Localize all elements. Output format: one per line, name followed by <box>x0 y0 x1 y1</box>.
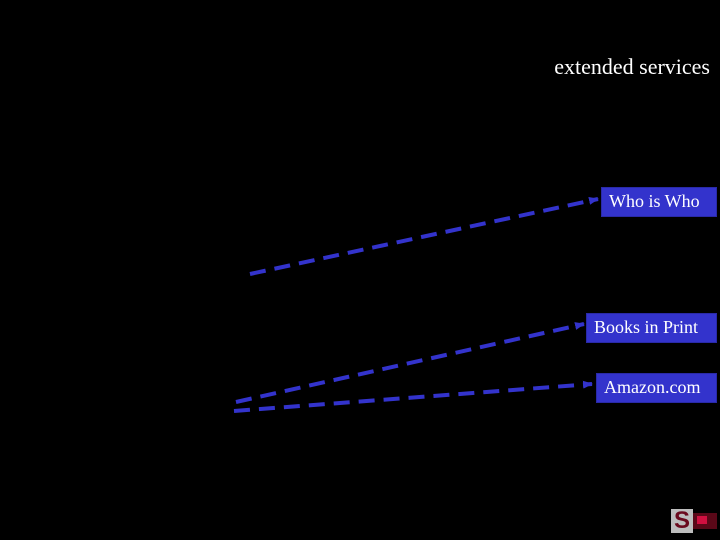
arrow-to-who-is-who <box>249 196 599 276</box>
arrow-to-books-in-print <box>235 322 585 404</box>
amazon-link[interactable]: Amazon.com <box>596 373 717 403</box>
books-in-print-link[interactable]: Books in Print <box>586 313 717 343</box>
arrow-to-amazon <box>233 380 593 413</box>
logo-tail <box>693 513 717 529</box>
slide-title: extended services <box>554 54 710 79</box>
logo-s-letter: S <box>671 509 693 533</box>
s-logo-icon: S <box>671 509 717 533</box>
who-is-who-link[interactable]: Who is Who <box>601 187 717 217</box>
